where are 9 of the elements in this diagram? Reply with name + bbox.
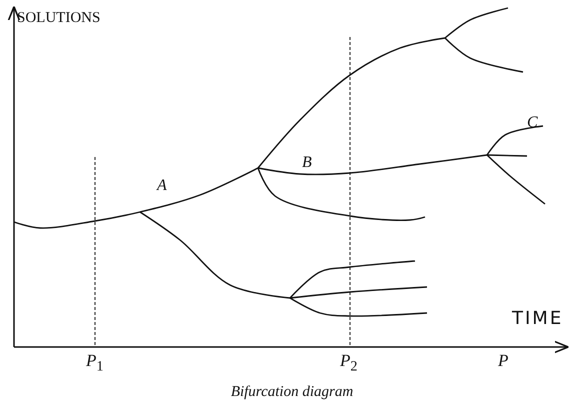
branch-label: C	[527, 115, 538, 131]
branch-label: A	[157, 178, 167, 194]
branch-label: B	[302, 155, 312, 171]
axis-title: TIME	[512, 310, 564, 328]
figure-caption: Bifurcation diagram	[230, 385, 354, 400]
tick-label: P$_{1}$	[86, 352, 104, 374]
axis-title: SOLUTIONS	[17, 11, 100, 26]
tick-label: P$_{2}$	[340, 352, 358, 374]
axis-title: P	[498, 352, 508, 369]
